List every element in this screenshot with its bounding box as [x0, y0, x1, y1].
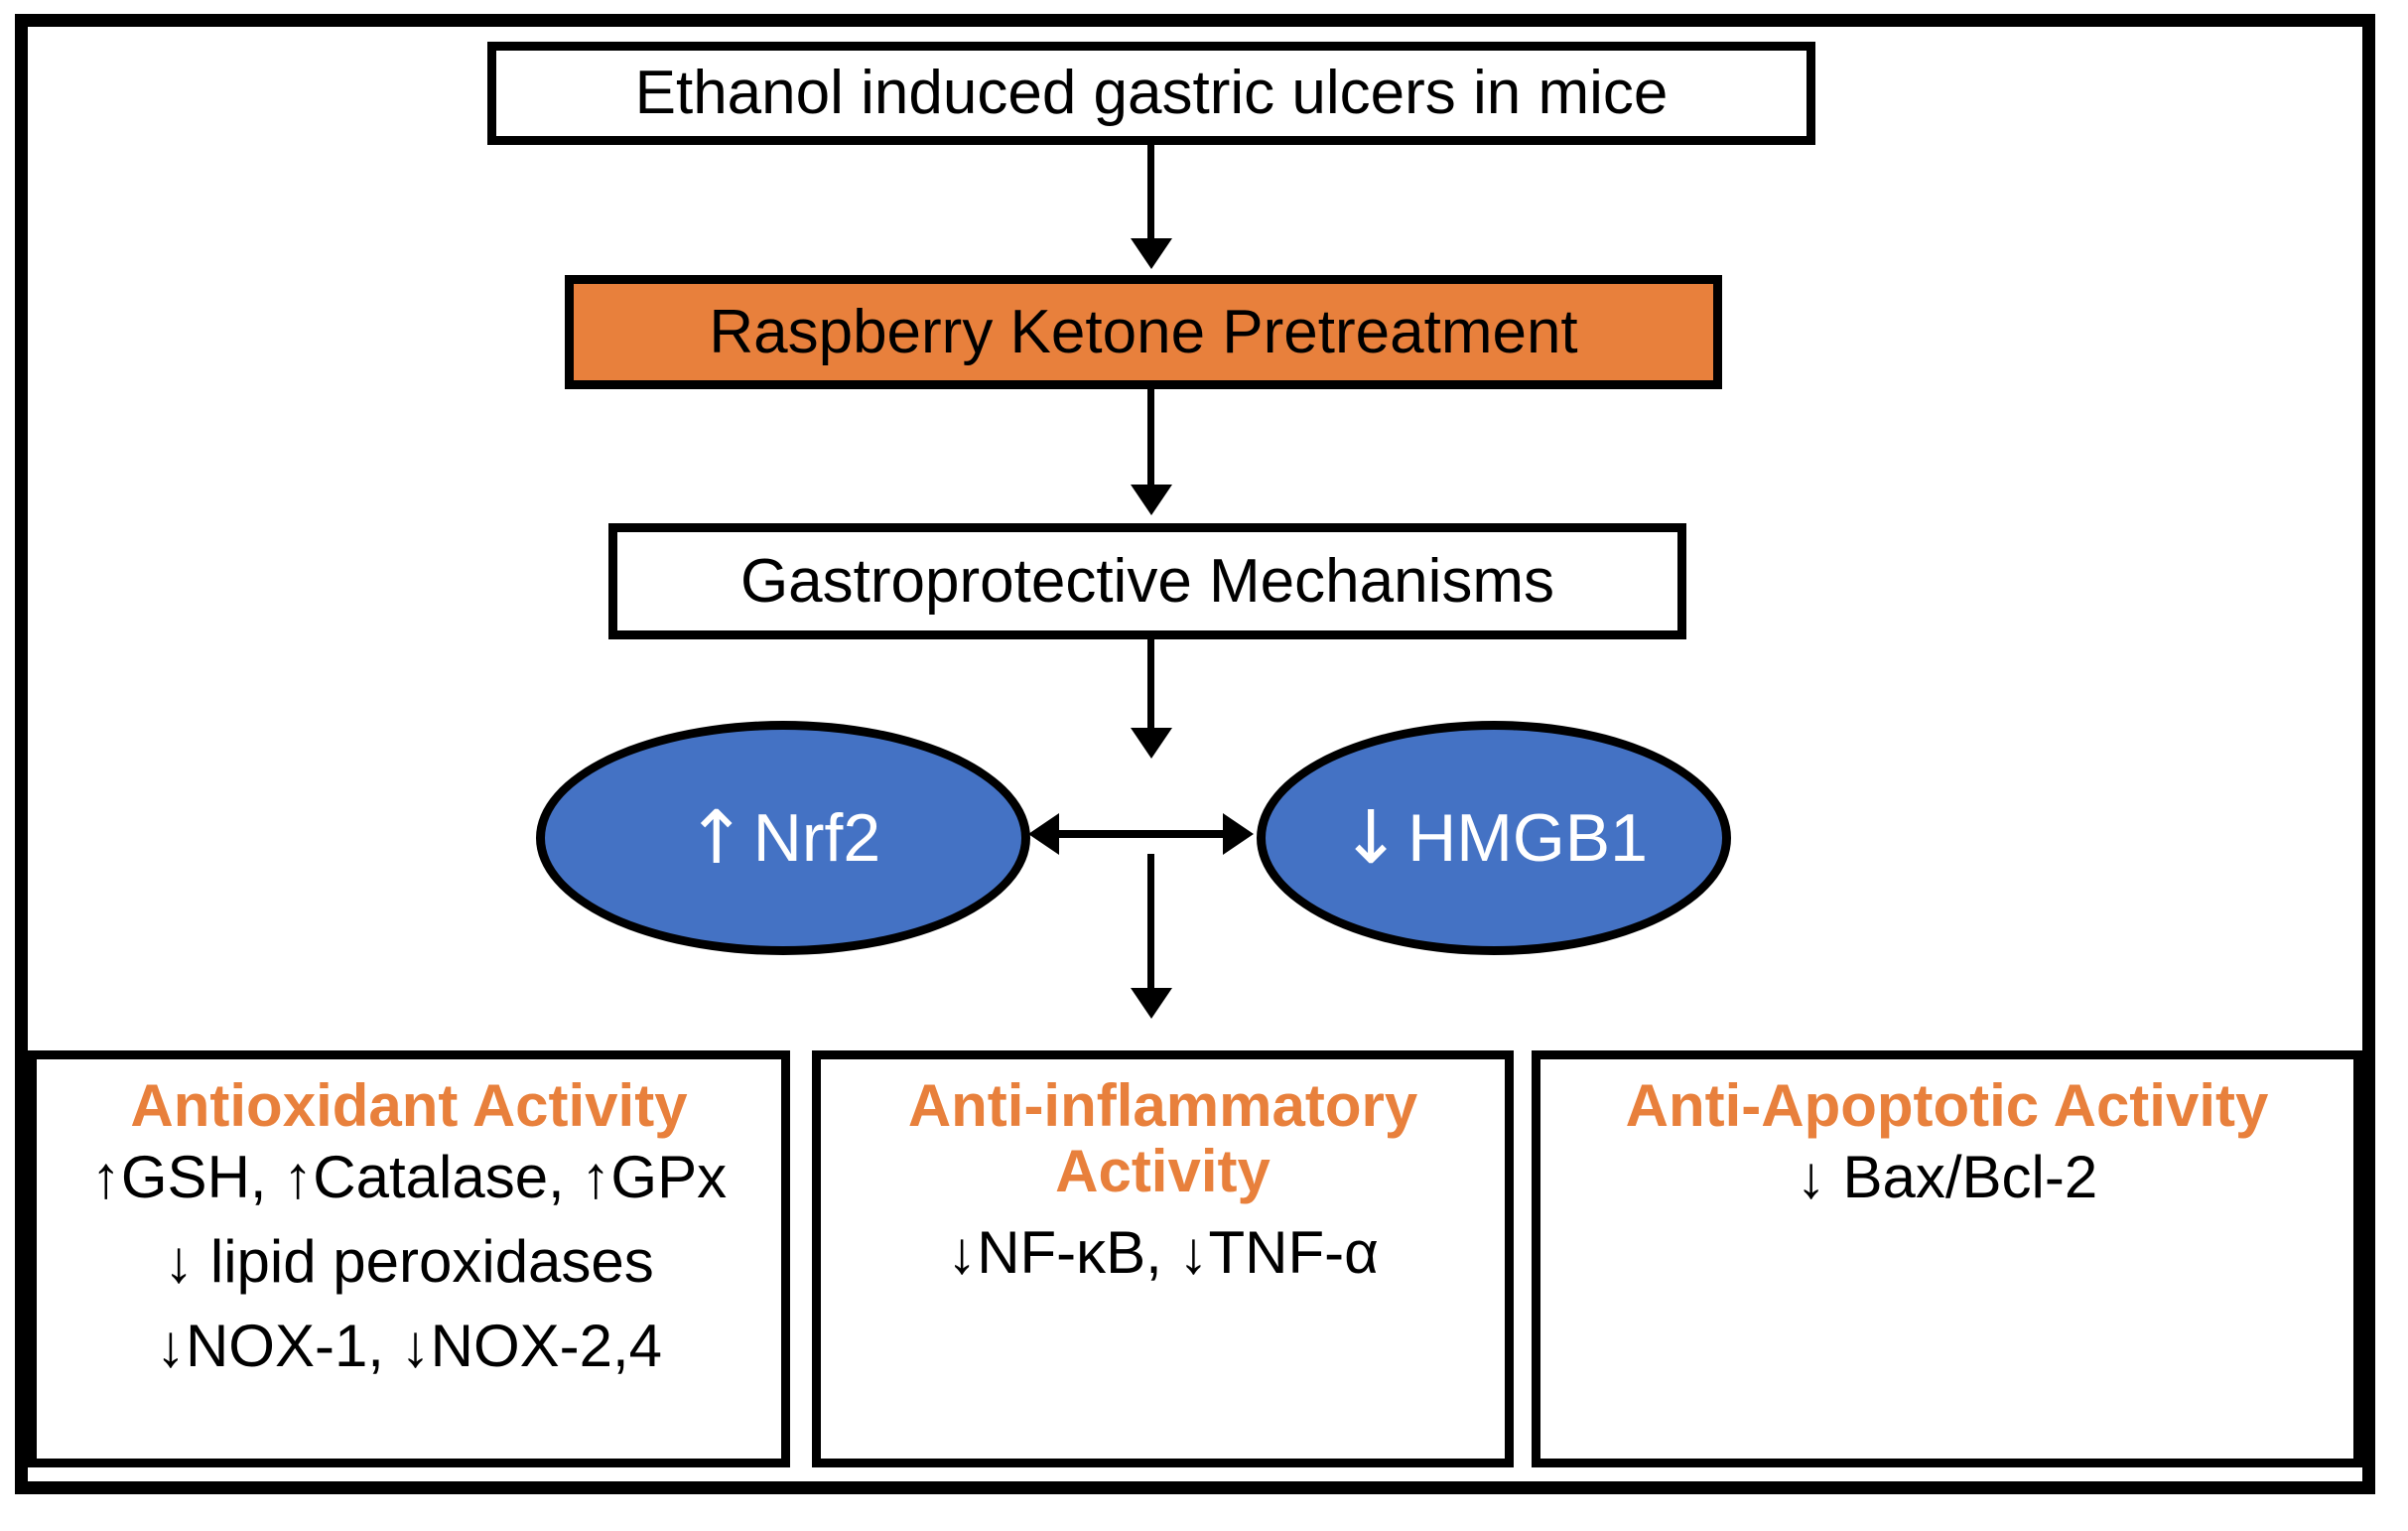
node-gastroprotective-mechanisms: Gastroprotective Mechanisms — [608, 523, 1686, 639]
outcome-antioxidant-line-3: ↓NOX-1, ↓NOX-2,4 — [155, 1312, 663, 1379]
outcome-antioxidant-line-2: ↓ lipid peroxidases — [164, 1227, 654, 1295]
outcome-anti-inflammatory-title-line-2: Activity — [1055, 1138, 1271, 1204]
connector-raspberry-to-gastro-arrowhead — [1131, 485, 1172, 515]
outcome-antioxidant-title: Antioxidant Activity — [130, 1072, 688, 1139]
outcome-box-anti-inflammatory: Anti-inflammatory Activity ↓NF-κB, ↓TNF-… — [812, 1050, 1514, 1467]
node-raspberry-label: Raspberry Ketone Pretreatment — [709, 297, 1578, 366]
connector-junction-to-outcomes-arrowhead — [1131, 988, 1172, 1019]
node-ethanol-label: Ethanol induced gastric ulcers in mice — [634, 59, 1669, 128]
connector-ethanol-to-raspberry-arrowhead — [1131, 238, 1172, 269]
connector-ethanol-to-raspberry-line — [1147, 145, 1154, 242]
connector-hmgb1-arrowhead — [1223, 813, 1254, 855]
connector-gastro-to-junction-line — [1147, 639, 1154, 733]
node-nrf2-label-group: ↑ Nrf2 — [686, 799, 880, 877]
connector-nrf2-arrowhead — [1028, 813, 1059, 855]
node-hmgb1-label-group: ↓ HMGB1 — [1340, 799, 1648, 877]
outcome-anti-inflammatory-line-1: ↓NF-κB, ↓TNF-α — [947, 1219, 1379, 1286]
outcome-antioxidant-line-1: ↑GSH, ↑Catalase, ↑GPx — [90, 1144, 728, 1210]
connector-junction-to-outcomes-line — [1147, 854, 1154, 993]
outcome-anti-apoptotic-line-1: ↓ Bax/Bcl-2 — [1796, 1144, 2098, 1210]
outcome-box-anti-apoptotic: Anti-Apoptotic Activity ↓ Bax/Bcl-2 — [1532, 1050, 2362, 1467]
connector-gastro-to-junction-arrowhead — [1131, 728, 1172, 759]
outcome-box-antioxidant: Antioxidant Activity ↑GSH, ↑Catalase, ↑G… — [28, 1050, 790, 1467]
down-arrow-icon: ↓ — [1340, 794, 1403, 881]
connector-raspberry-to-gastro-line — [1147, 389, 1154, 488]
outcome-anti-apoptotic-title: Anti-Apoptotic Activity — [1625, 1072, 2269, 1139]
connector-nrf2-hmgb1-line — [1048, 830, 1237, 838]
up-arrow-icon: ↑ — [685, 794, 747, 881]
node-ethanol-induced-ulcers: Ethanol induced gastric ulcers in mice — [487, 42, 1815, 145]
node-hmgb1-label: HMGB1 — [1407, 800, 1648, 876]
node-nrf2-label: Nrf2 — [752, 800, 881, 876]
node-hmgb1-ellipse: ↓ HMGB1 — [1257, 721, 1731, 955]
node-gastro-label: Gastroprotective Mechanisms — [739, 546, 1555, 616]
node-raspberry-ketone-pretreatment: Raspberry Ketone Pretreatment — [565, 275, 1722, 389]
diagram-outer-border — [15, 14, 2375, 1494]
outcome-anti-inflammatory-title-line-1: Anti-inflammatory — [907, 1072, 1418, 1139]
node-nrf2-ellipse: ↑ Nrf2 — [536, 721, 1030, 955]
